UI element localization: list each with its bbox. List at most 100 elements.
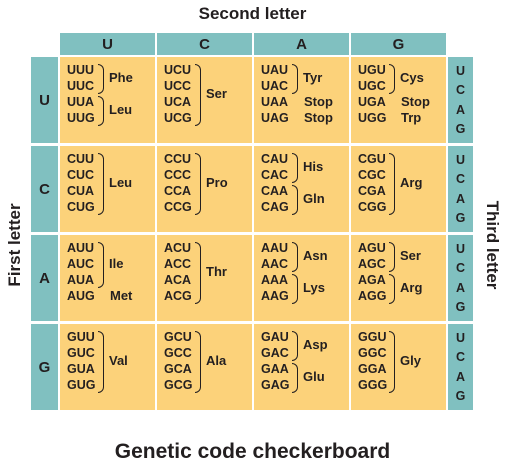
codon-cell [254, 235, 351, 324]
third-letter-c: C [455, 261, 466, 276]
codon-uga: UGA [358, 95, 386, 109]
codon-uuu: UUU [67, 63, 95, 77]
amino-acid-label: Leu [109, 102, 133, 117]
brace-icon [98, 331, 104, 393]
codon-cuc: CUC [67, 168, 95, 182]
codon-cell [60, 146, 157, 235]
codon-aug: AUG [67, 289, 95, 303]
codon-cug: CUG [67, 200, 95, 214]
codon-cell [60, 57, 157, 146]
codon-gua: GUA [67, 362, 95, 376]
amino-acid-label: Glu [303, 369, 325, 384]
codon-cgg: CGG [358, 200, 387, 214]
codon-uag: UAG [261, 111, 289, 125]
codon-auu: AUU [67, 241, 95, 255]
amino-acid-label: Met [110, 288, 133, 303]
brace-icon [98, 64, 104, 94]
codon-uuc: UUC [67, 79, 95, 93]
codon-gag: GAG [261, 378, 290, 392]
codon-acu: ACU [164, 241, 192, 255]
codon-ugg: UGG [358, 111, 387, 125]
amino-acid-label: Leu [109, 175, 133, 190]
codon-uua: UUA [67, 95, 95, 109]
codon-cell [254, 146, 351, 235]
brace-icon [292, 242, 298, 272]
codon-gcg: GCG [164, 378, 193, 392]
codon-cua: CUA [67, 184, 95, 198]
codon-cell [254, 324, 351, 413]
codon-agc: AGC [358, 257, 386, 271]
codon-gcc: GCC [164, 346, 192, 360]
codon-gau: GAU [261, 330, 289, 344]
third-letter-g: G [455, 211, 466, 226]
amino-acid-label: Pro [206, 175, 228, 190]
third-letter-a: A [455, 369, 466, 384]
third-letter-g: G [455, 389, 466, 404]
first-letter-a: A [31, 235, 58, 321]
amino-acid-label: Arg [400, 175, 423, 190]
codon-ggu: GGU [358, 330, 387, 344]
codon-cell [60, 235, 157, 324]
brace-icon [195, 64, 201, 126]
codon-gug: GUG [67, 378, 96, 392]
codon-gga: GGA [358, 362, 387, 376]
brace-icon [195, 242, 201, 304]
second-letter-title: Second letter [198, 4, 307, 23]
figure-caption: Genetic code checkerboard [114, 440, 391, 463]
codon-cag: CAG [261, 200, 289, 214]
codon-ucg: UCG [164, 111, 192, 125]
codon-cell [351, 146, 448, 235]
codon-cau: CAU [261, 152, 289, 166]
codon-acc: ACC [164, 257, 192, 271]
brace-icon [389, 242, 395, 272]
codon-cell [254, 57, 351, 146]
codon-aga: AGA [358, 273, 386, 287]
codon-guc: GUC [67, 346, 95, 360]
codon-ccu: CCU [164, 152, 192, 166]
amino-acid-label: His [303, 159, 324, 174]
codon-ugu: UGU [358, 63, 386, 77]
codon-ccc: CCC [164, 168, 192, 182]
amino-acid-label: Val [109, 353, 128, 368]
amino-acid-label: Lys [303, 280, 325, 295]
codon-cell [351, 324, 448, 413]
amino-acid-label: Trp [401, 110, 422, 125]
third-letter-g: G [455, 300, 466, 315]
amino-acid-label: Stop [304, 110, 333, 125]
codon-cga: CGA [358, 184, 386, 198]
codon-uaa: UAA [261, 95, 289, 109]
codon-cgc: CGC [358, 168, 386, 182]
first-letter-label: First letter [5, 203, 24, 287]
amino-acid-label: Tyr [303, 70, 323, 85]
codon-cell [351, 57, 448, 146]
amino-acid-label: Gly [400, 353, 421, 368]
codon-aua: AUA [67, 273, 95, 287]
third-letter-u: U [455, 63, 466, 78]
third-letter-c: C [455, 350, 466, 365]
third-letter-u: U [455, 330, 466, 345]
codon-cuu: CUU [67, 152, 95, 166]
amino-acid-label: Asn [303, 248, 328, 263]
third-letter-u: U [455, 152, 466, 167]
codon-gcu: GCU [164, 330, 192, 344]
codon-guu: GUU [67, 330, 95, 344]
brace-icon [292, 64, 298, 94]
first-letter-g: G [31, 324, 58, 410]
third-letter-label: Third letter [483, 200, 502, 290]
codon-aac: AAC [261, 257, 289, 271]
codon-gaa: GAA [261, 362, 289, 376]
third-letter-a: A [455, 191, 466, 206]
brace-icon [292, 274, 298, 304]
codon-ggg: GGG [358, 378, 388, 392]
amino-acid-label: Phe [109, 70, 133, 85]
brace-icon [389, 331, 395, 393]
codon-uac: UAC [261, 79, 289, 93]
codon-cell [157, 235, 254, 324]
codon-agu: AGU [358, 241, 386, 255]
codon-cell [157, 146, 254, 235]
brace-icon [195, 153, 201, 215]
first-letter-u: U [31, 57, 58, 143]
